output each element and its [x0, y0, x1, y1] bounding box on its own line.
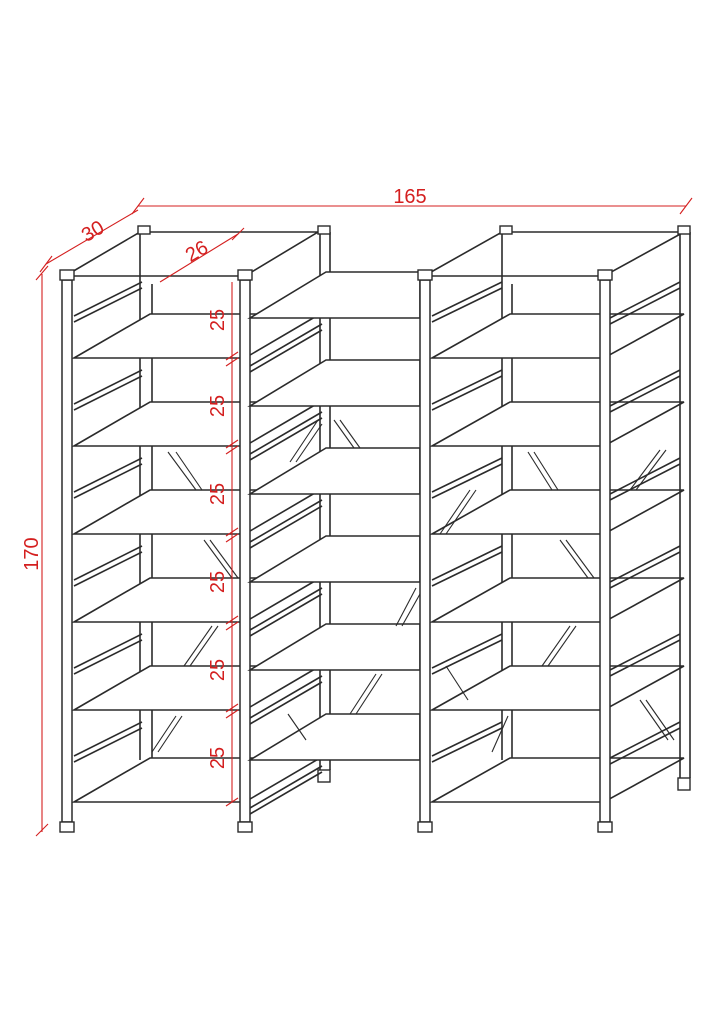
left-bay [59, 225, 323, 833]
middle-bay-braces [287, 419, 421, 741]
shelf-spacing-label-1: 25 [207, 309, 229, 331]
right-bay [417, 225, 691, 833]
left-front-post-1 [61, 279, 73, 823]
right-front-post-1 [419, 279, 431, 823]
middle-bay [247, 225, 421, 815]
shelf-spacing-label-5: 25 [207, 659, 229, 681]
right-bay-right-rails [609, 281, 681, 765]
right-rear-foot [677, 777, 691, 791]
right-bay-left-rails [431, 281, 503, 763]
shelf-spacing-label-4: 25 [207, 571, 229, 593]
right-foot-1 [417, 821, 433, 833]
shelf-spacing-label-3: 25 [207, 483, 229, 505]
shelf-spacing-label-2: 25 [207, 395, 229, 417]
left-bay-side-rails [73, 281, 143, 763]
left-front-post-2 [239, 279, 251, 823]
dimension-width: 165 [131, 186, 693, 215]
middle-bay-shelves [247, 271, 421, 761]
right-bay-top [420, 231, 685, 277]
shelf-spacing-label-6: 25 [207, 747, 229, 769]
dimension-height: 170 [21, 265, 49, 837]
height-label: 170 [21, 537, 43, 570]
right-bay-shelves [428, 313, 685, 803]
left-bay-braces [151, 451, 239, 753]
dimension-shelf-spacing: 25 25 25 25 25 25 [207, 282, 239, 807]
right-bay-braces [439, 449, 675, 753]
left-foot-1 [59, 821, 75, 833]
left-foot-2 [237, 821, 253, 833]
middle-bay-rails [249, 323, 323, 815]
width-label: 165 [393, 186, 426, 208]
right-front-post-2 [599, 279, 611, 823]
right-foot-2 [597, 821, 613, 833]
left-bay-shelves [71, 313, 323, 803]
